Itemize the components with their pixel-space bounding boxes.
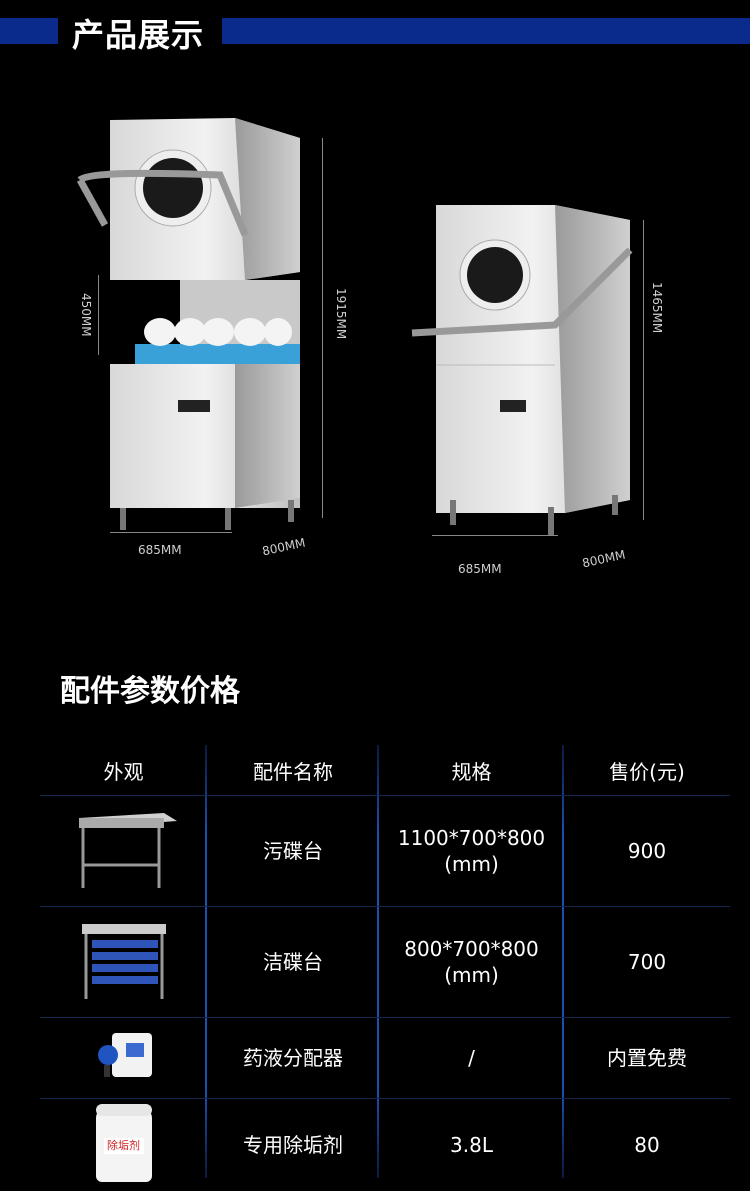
width-label-right: 685MM: [458, 562, 502, 576]
opening-label: 450MM: [79, 293, 93, 337]
row-spec: /: [468, 1046, 475, 1070]
height-line-left: [322, 138, 323, 518]
col-appearance: 外观: [103, 759, 144, 784]
descaler-image: 除垢剂: [40, 1104, 207, 1182]
table-divider-3: [562, 745, 564, 1178]
row-name: 污碟台: [263, 839, 323, 863]
table-row: 污碟台 1100*700*800(mm) 900: [40, 795, 730, 906]
table-header: 外观 配件名称 规格 售价(元): [40, 745, 730, 795]
table-divider-1: [205, 745, 207, 1178]
dishwasher-open-image: [76, 118, 300, 530]
col-name: 配件名称: [253, 759, 333, 784]
width-line-right: [432, 535, 558, 536]
table-row: 药液分配器 / 内置免费: [40, 1017, 730, 1098]
clean-table-image: [40, 914, 207, 1010]
col-price: 售价(元): [609, 759, 685, 784]
header-bar-right: [222, 18, 750, 44]
row-name: 专用除垢剂: [243, 1133, 343, 1157]
width-label-left: 685MM: [138, 543, 182, 557]
dispenser-image: [40, 1025, 207, 1091]
accessories-table: 外观 配件名称 规格 售价(元) 污碟台 1100*700*800(mm) 90…: [40, 745, 730, 1191]
header-bar-left: [0, 18, 58, 44]
table-row: 洁碟台 800*700*800(mm) 700: [40, 906, 730, 1017]
height-line-right: [643, 220, 644, 520]
row-spec: 1100*700*800(mm): [397, 826, 546, 876]
height-label-left: 1915MM: [334, 288, 348, 340]
table-divider-2: [377, 745, 379, 1178]
row-name: 药液分配器: [243, 1046, 343, 1070]
dirty-table-image: [40, 803, 207, 899]
row-price: 700: [627, 950, 667, 974]
row-price: 80: [634, 1133, 660, 1157]
depth-label-right: 800MM: [581, 547, 627, 571]
accessories-title: 配件参数价格: [60, 674, 240, 709]
table-row: 除垢剂 专用除垢剂 3.8L 80: [40, 1098, 730, 1191]
col-spec: 规格: [451, 759, 492, 784]
row-spec: 3.8L: [450, 1133, 493, 1157]
width-line-left: [110, 532, 232, 533]
row-price: 900: [627, 839, 667, 863]
row-name: 洁碟台: [263, 950, 323, 974]
dishwasher-closed-image: [411, 205, 633, 535]
opening-line: [98, 275, 99, 355]
row-price: 内置免费: [607, 1046, 687, 1070]
height-label-right: 1465MM: [650, 282, 664, 334]
row-spec: 800*700*800(mm): [404, 937, 539, 987]
descaler-label: 除垢剂: [103, 1138, 144, 1154]
page-title: 产品展示: [72, 16, 205, 54]
